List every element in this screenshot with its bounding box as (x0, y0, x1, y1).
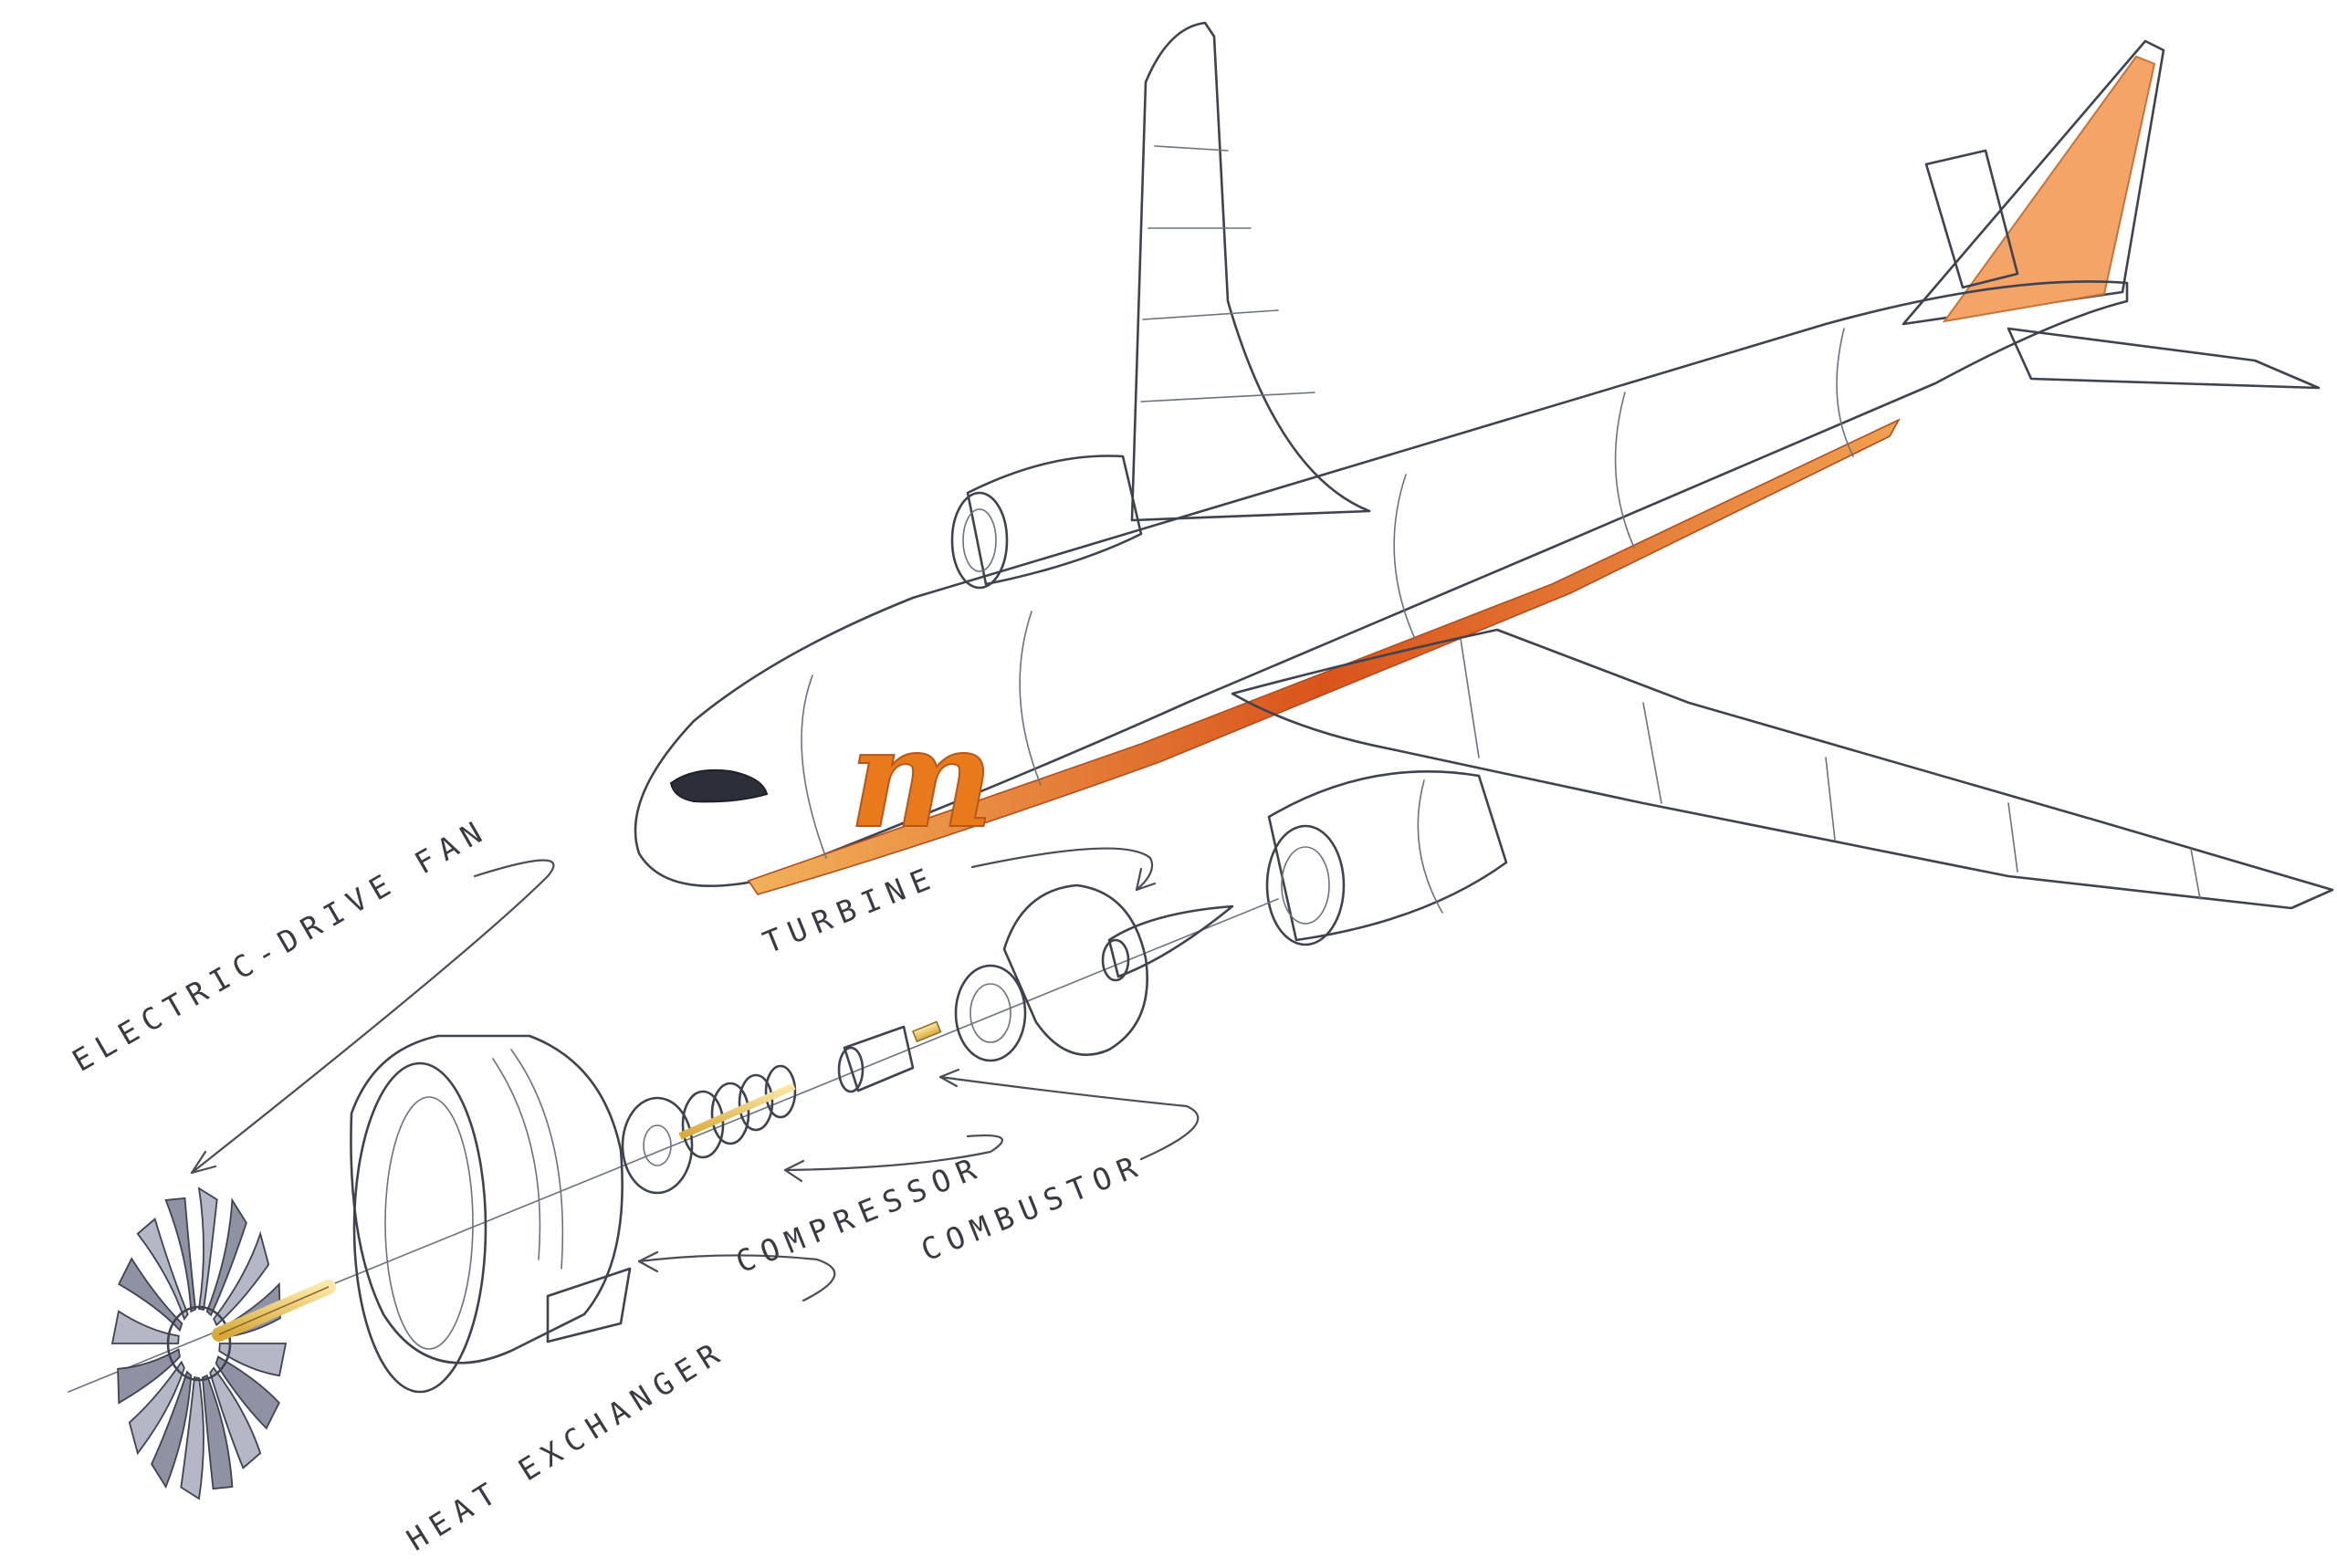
fan-blade (205, 1197, 247, 1317)
leader-heat-exchanger (637, 1254, 836, 1302)
horizontal-stabilizer (2007, 327, 2321, 390)
exploded-engine (68, 883, 1279, 1500)
near-engine-nacelle (1265, 770, 1508, 946)
leader-compressor (783, 1134, 1003, 1172)
electric-drive-fan-component (110, 1186, 336, 1500)
far-engine-nacelle (950, 455, 1143, 590)
far-wing (1130, 21, 1371, 522)
fan-blade (180, 1376, 204, 1500)
leader-turbine (970, 847, 1154, 892)
fuselage-stripe (747, 418, 1901, 895)
leader-lines (190, 847, 1200, 1302)
tail-orange-panel (1942, 55, 2156, 323)
cockpit-window (669, 768, 769, 803)
compressor-component (621, 1064, 797, 1195)
fan-blade (118, 1257, 183, 1333)
tail-winglet (1924, 149, 2019, 289)
leader-combustor (938, 1075, 1200, 1161)
fan-blades (110, 1186, 288, 1500)
airline-logo: m (849, 698, 994, 859)
fan-blade (218, 1343, 288, 1377)
combustor-component (837, 1020, 942, 1093)
fan-blade (197, 1186, 218, 1311)
fan-blade (201, 1374, 234, 1490)
fan-blade (215, 1355, 280, 1430)
fan-blade (151, 1370, 193, 1490)
fan-blade (164, 1197, 197, 1313)
fan-spinner (166, 1305, 232, 1382)
aircraft: m (634, 21, 2334, 946)
turbine-component (954, 883, 1234, 1062)
fan-blade (136, 1218, 189, 1322)
near-wing (1231, 628, 2334, 910)
label-heat-exchanger: HEAT EXCHANGER (401, 1333, 732, 1558)
fan-blade (128, 1360, 185, 1456)
fan-blade (213, 1230, 270, 1327)
leader-electric-drive-fan (190, 859, 555, 1175)
fan-blade (110, 1310, 180, 1344)
fan-blade (117, 1348, 181, 1405)
heat-exchanger-component (350, 1034, 632, 1394)
fan-blade (209, 1366, 262, 1469)
